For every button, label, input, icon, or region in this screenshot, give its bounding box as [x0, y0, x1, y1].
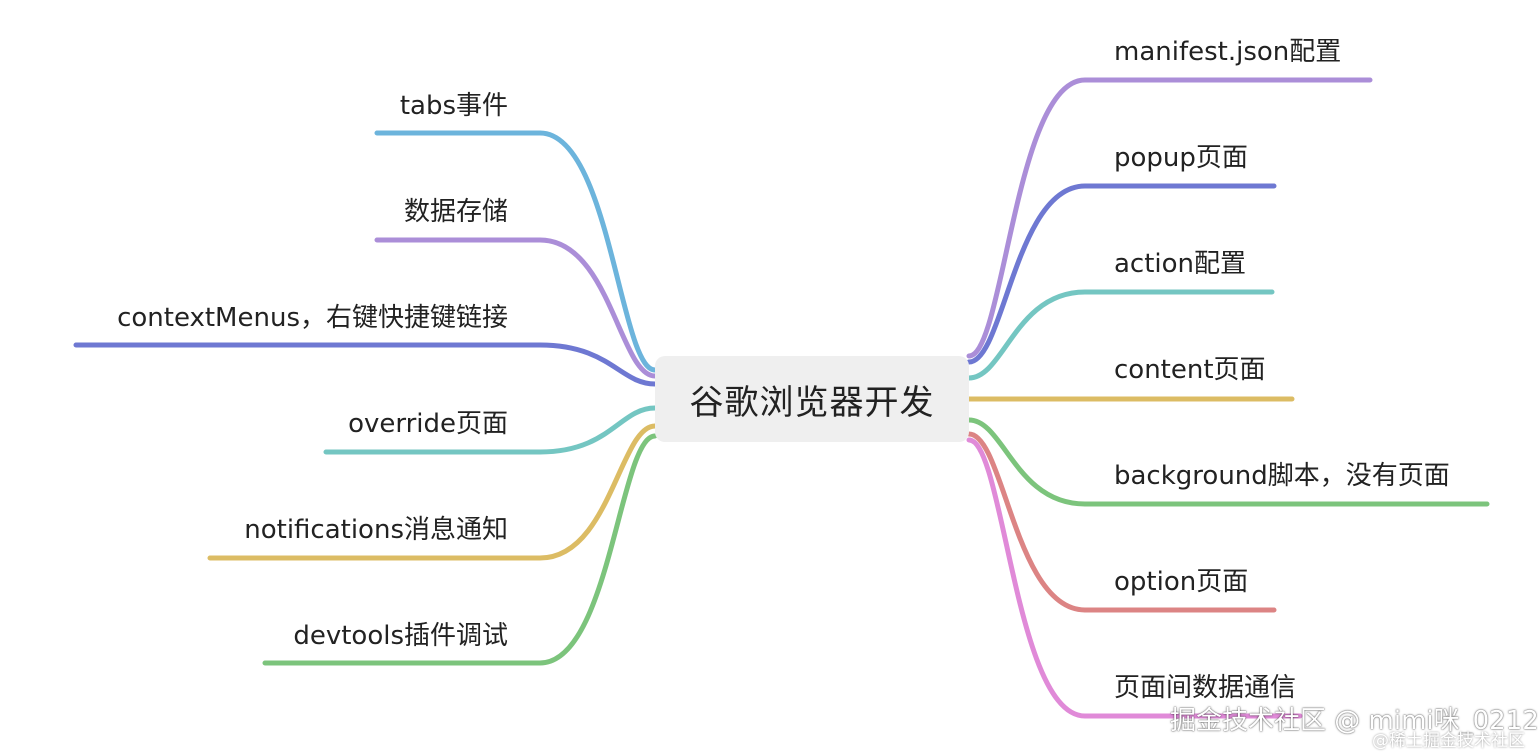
right-branch-line-4 [966, 417, 1490, 507]
right-branch-line-2 [966, 289, 1275, 381]
left-branch-line-5 [262, 433, 658, 666]
right-branch-line-0 [966, 77, 1373, 359]
right-branch-line-1 [966, 183, 1277, 365]
watermark-sub: @稀土掘金技术社区 [1372, 731, 1525, 751]
left-branch-label-4[interactable]: notifications消息通知 [244, 515, 508, 545]
left-branch-line-2 [73, 342, 658, 387]
left-branch-line-4 [207, 423, 658, 561]
right-branch-label-3[interactable]: content页面 [1114, 355, 1266, 385]
right-branch-label-1[interactable]: popup页面 [1114, 143, 1248, 173]
root-node[interactable]: 谷歌浏览器开发 [655, 356, 969, 442]
left-branch-label-0[interactable]: tabs事件 [399, 91, 508, 121]
right-branch-label-6[interactable]: 页面间数据通信 [1114, 673, 1297, 703]
left-branch-line-3 [323, 405, 658, 455]
watermark: 掘金技术社区 @ mimi咪_0212 [1170, 706, 1538, 736]
left-branch-line-0 [374, 130, 658, 373]
left-branch-label-5[interactable]: devtools插件调试 [293, 621, 508, 651]
left-branch-label-3[interactable]: override页面 [348, 409, 508, 439]
left-branch-label-2[interactable]: contextMenus，右键快捷键链接 [117, 303, 508, 333]
left-branch-line-1 [374, 237, 658, 379]
right-branch-label-5[interactable]: option页面 [1114, 567, 1249, 597]
right-branch-line-6 [966, 437, 1303, 719]
right-branch-line-5 [966, 431, 1277, 613]
right-branch-label-4[interactable]: background脚本，没有页面 [1114, 461, 1450, 491]
left-branch-label-1[interactable]: 数据存储 [403, 197, 508, 227]
right-branch-label-0[interactable]: manifest.json配置 [1114, 37, 1342, 67]
right-branch-label-2[interactable]: action配置 [1114, 249, 1247, 279]
root-node-label: 谷歌浏览器开发 [689, 382, 935, 423]
